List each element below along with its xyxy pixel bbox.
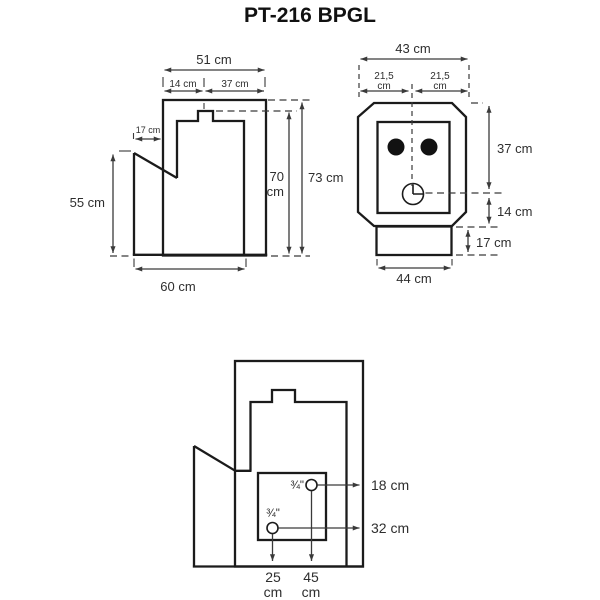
front-view: 43 cm 21,5 cm 21,5 cm 37 cm 14 cm 17 cm …	[356, 41, 532, 286]
side-view-outer-casing	[161, 98, 268, 257]
side-dim-body-height-value: 70	[270, 169, 284, 184]
connections-view: ¾" ¾" 18 cm 32 cm 25 cm 45 cm	[192, 359, 409, 600]
side-view-hopper-chute	[132, 152, 178, 255]
side-dim-total-width-ext	[162, 77, 266, 87]
side-dim-body-height-unit: cm	[267, 184, 284, 199]
front-view-left-port	[387, 138, 405, 156]
side-dim-base-depth-ext	[133, 258, 247, 267]
front-dim-base-height-label: 17 cm	[476, 235, 511, 250]
front-dim-base-width-label: 44 cm	[396, 271, 431, 286]
connections-hopper-chute	[192, 445, 252, 566]
front-view-valve-symbol	[401, 182, 425, 206]
side-view-body-outline	[175, 109, 246, 255]
side-dim-base-depth-label: 60 cm	[160, 279, 195, 294]
front-dim-right-half-value: 21,5	[430, 71, 450, 82]
connections-outer-casing	[233, 359, 365, 568]
connections-left-offset-unit: cm	[264, 584, 283, 600]
side-view-dashed-references	[110, 99, 310, 257]
connections-lower-height-label: 32 cm	[371, 520, 409, 536]
connections-body-outline	[249, 388, 348, 566]
side-dim-total-height-label: 73 cm	[308, 170, 343, 185]
connections-lower-fitting-port	[266, 521, 279, 535]
page-title: PT-216 BPGL	[244, 4, 376, 27]
side-view: 51 cm 14 cm 37 cm 17 cm 55 cm 70 cm 73 c…	[70, 52, 344, 294]
connections-left-offset-value: 25	[265, 569, 281, 585]
side-dim-hopper-depth-label: 17 cm	[136, 125, 161, 135]
connections-right-offset-unit: cm	[302, 584, 321, 600]
front-view-base	[375, 225, 453, 257]
front-dim-total-width-label: 43 cm	[395, 41, 430, 56]
side-dim-hopper-height-label: 55 cm	[70, 195, 105, 210]
side-dim-rear-section-label: 37 cm	[221, 79, 248, 90]
connections-lower-fitting-label: ¾"	[266, 508, 280, 520]
front-dim-upper-height-label: 37 cm	[497, 141, 532, 156]
side-dim-total-width-label: 51 cm	[196, 52, 231, 67]
front-view-door-panel	[376, 120, 451, 215]
connections-panel	[256, 471, 328, 542]
side-dim-front-section-label: 14 cm	[169, 79, 196, 90]
front-dim-lower-height-label: 14 cm	[497, 204, 532, 219]
front-dim-left-half-value: 21,5	[374, 71, 394, 82]
front-dim-right-half-unit: cm	[433, 81, 446, 92]
connections-right-offset-value: 45	[303, 569, 319, 585]
front-view-right-port	[420, 138, 438, 156]
front-dim-base-width-ext	[376, 259, 453, 266]
front-dim-left-half-unit: cm	[377, 81, 390, 92]
connections-upper-fitting-label: ¾"	[290, 480, 304, 492]
connections-upper-height-label: 18 cm	[371, 477, 409, 493]
connections-upper-fitting-port	[305, 478, 318, 492]
front-view-dashed-references	[358, 65, 502, 256]
